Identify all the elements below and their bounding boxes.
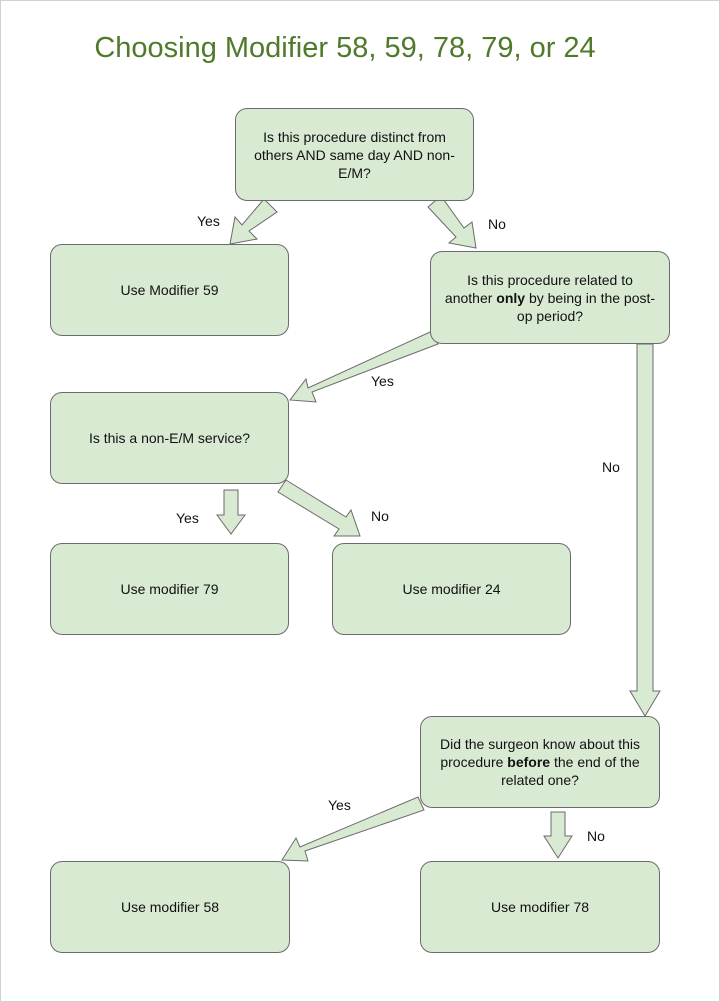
- arrow-q2-no: [629, 343, 661, 717]
- arrow-q4-yes: [281, 796, 425, 862]
- result-modifier-58: Use modifier 58: [50, 861, 290, 953]
- edge-label-q1-yes: Yes: [197, 213, 220, 229]
- question-non-em-service: Is this a non-E/M service?: [50, 392, 289, 484]
- result-modifier-59: Use Modifier 59: [50, 244, 289, 336]
- node-text: Use modifier 78: [490, 899, 590, 915]
- node-text: Is this procedure distinct from others A…: [254, 128, 455, 181]
- edge-label-q1-no: No: [488, 216, 506, 232]
- edge-label-q4-yes: Yes: [328, 797, 351, 813]
- node-text: Use Modifier 59: [120, 282, 219, 298]
- question-surgeon-knew-before: Did the surgeon know about this procedur…: [420, 716, 660, 808]
- edge-label-q3-no: No: [371, 508, 389, 524]
- question-post-op-related: Is this procedure related to another onl…: [430, 251, 670, 344]
- node-text: by being in the post-op period?: [516, 289, 656, 324]
- node-text: Use modifier 24: [402, 581, 501, 597]
- arrow-q4-no: [543, 811, 573, 859]
- node-text: Did the surgeon know about this procedur…: [439, 736, 640, 770]
- node-text: the end of the related one?: [501, 754, 640, 788]
- edge-label-q2-no: No: [602, 459, 620, 475]
- node-text: Use modifier 58: [120, 899, 220, 915]
- node-text-bold: before: [507, 754, 551, 770]
- arrow-q1-yes: [229, 198, 278, 245]
- result-modifier-79: Use modifier 79: [50, 543, 289, 635]
- result-modifier-78: Use modifier 78: [420, 861, 660, 953]
- page-title: Choosing Modifier 58, 59, 78, 79, or 24: [94, 32, 596, 64]
- node-text-bold: only: [496, 289, 526, 306]
- node-text: Is this procedure related to another: [444, 271, 633, 306]
- node-text: Use modifier 79: [120, 581, 219, 597]
- arrow-q1-no: [427, 195, 477, 249]
- arrow-q2-yes: [289, 331, 439, 403]
- arrow-q3-yes: [216, 489, 246, 535]
- edge-label-q3-yes: Yes: [176, 510, 199, 526]
- edge-label-q2-yes: Yes: [371, 373, 394, 389]
- result-modifier-24: Use modifier 24: [332, 543, 571, 635]
- node-text: Is this a non-E/M service?: [88, 430, 251, 446]
- question-distinct-same-day: Is this procedure distinct from others A…: [235, 108, 474, 201]
- edge-label-q4-no: No: [587, 828, 605, 844]
- arrow-q3-no: [277, 479, 361, 537]
